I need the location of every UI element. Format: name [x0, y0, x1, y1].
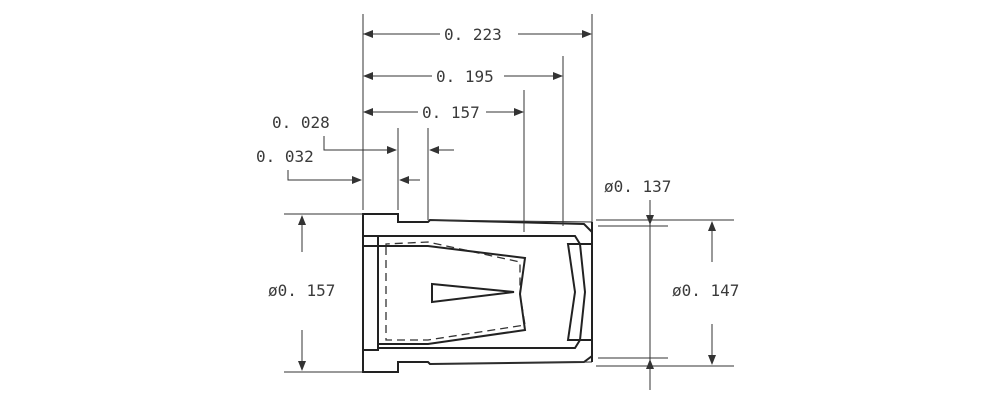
part-section — [362, 213, 593, 373]
dim-flange-0028: 0. 028 — [272, 113, 454, 154]
dim-groove-0032: 0. 032 — [256, 147, 420, 184]
extension-lines — [362, 14, 593, 232]
contact-slot — [431, 282, 515, 304]
dim-length-0157: 0. 157 — [363, 103, 524, 122]
dim-label-d0137: ø0. 137 — [604, 177, 671, 196]
dim-label-d0147: ø0. 147 — [672, 281, 739, 300]
dim-label-0032: 0. 032 — [256, 147, 314, 166]
dim-label-0223: 0. 223 — [444, 25, 502, 44]
dim-flange-diameter: ø0. 157 — [268, 213, 363, 373]
dim-label-0195: 0. 195 — [436, 67, 494, 86]
dim-inner-diameter: ø0. 137 — [598, 177, 671, 390]
dim-label-0157: 0. 157 — [422, 103, 480, 122]
dim-body-diameter: ø0. 147 — [596, 219, 739, 367]
hatched-nose — [566, 243, 587, 341]
dim-length-0195: 0. 195 — [363, 67, 563, 86]
dim-overall-length: 0. 223 — [363, 25, 592, 44]
contact-spring — [378, 245, 527, 345]
dim-label-0028: 0. 028 — [272, 113, 330, 132]
hatched-wall-left — [362, 235, 379, 351]
dim-label-d0157: ø0. 157 — [268, 281, 335, 300]
